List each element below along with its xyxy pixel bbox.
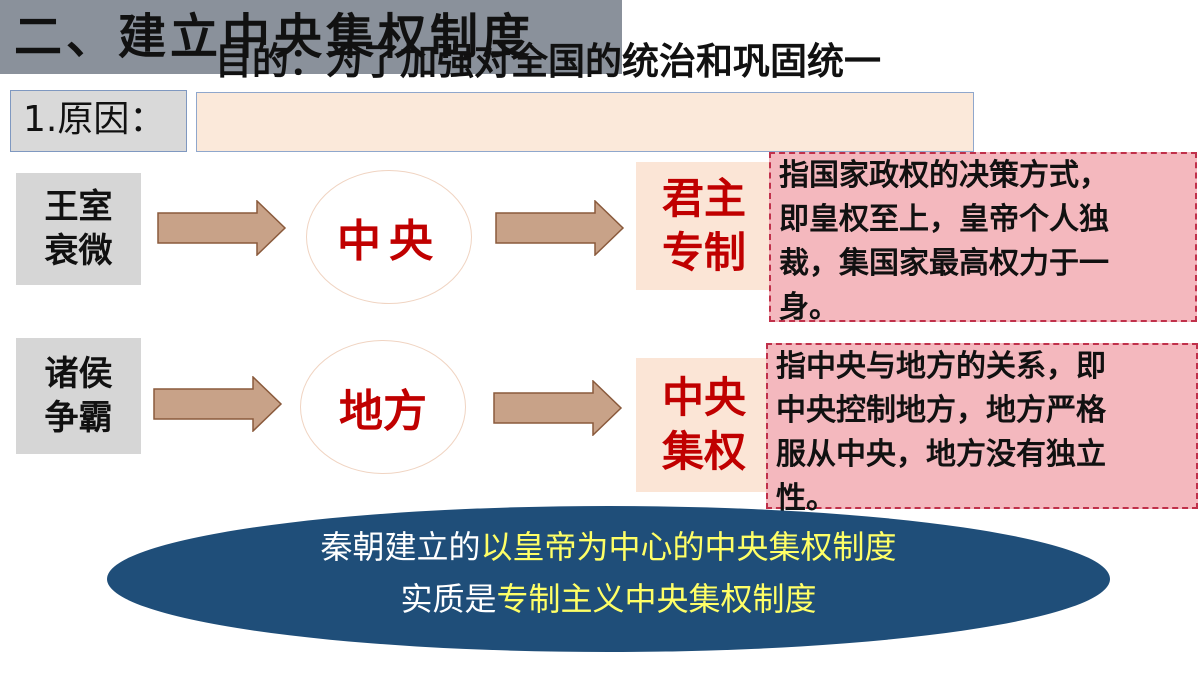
right-arrow-icon xyxy=(495,200,625,256)
reason-label: 1.原因： xyxy=(10,90,187,152)
note-line: 裁，集国家最高权力于一 xyxy=(779,246,1109,281)
result-line: 君主 xyxy=(661,174,746,223)
note-line: 指中央与地方的关系，即 xyxy=(776,349,1106,384)
right-arrow-icon xyxy=(493,380,623,436)
cause-line: 王室 xyxy=(44,187,113,227)
result-line: 集权 xyxy=(661,427,746,476)
result-line: 专制 xyxy=(661,228,746,277)
slide-title: 二、建立中央集权制度 xyxy=(14,9,535,65)
summary-highlight: 以皇帝为中心的中央集权制度 xyxy=(480,528,897,566)
note-line: 指国家政权的决策方式， xyxy=(779,158,1109,193)
note-line: 中央控制地方，地方严格 xyxy=(776,393,1106,428)
summary-line-1: 秦朝建立的以皇帝为中心的中央集权制度 xyxy=(107,527,1110,567)
summary-highlight: 专制主义中央集权制度 xyxy=(496,580,817,618)
result-autocracy: 君主 专制 xyxy=(636,162,772,290)
purpose-text: 目的：为了加强对全国的统治和巩固统一 xyxy=(215,40,881,83)
note-line: 身。 xyxy=(779,290,839,325)
title-bar xyxy=(0,0,622,74)
result-line: 中央 xyxy=(661,373,746,422)
note-line: 服从中央，地方没有独立 xyxy=(776,437,1106,472)
cause-vassal-rivalry: 诸侯 争霸 xyxy=(16,338,141,454)
summary-line-2: 实质是专制主义中央集权制度 xyxy=(107,579,1110,619)
right-arrow-icon xyxy=(157,200,287,256)
center-circle: 中央 xyxy=(306,170,472,304)
cause-line: 诸侯 xyxy=(44,354,113,394)
cause-royal-decline: 王室 衰微 xyxy=(16,173,141,285)
note-centralization: 指中央与地方的关系，即 中央控制地方，地方严格 服从中央，地方没有独立 性。 xyxy=(766,343,1198,516)
right-arrow-icon xyxy=(153,376,283,432)
cause-line: 衰微 xyxy=(44,231,113,271)
note-line: 即皇权至上，皇帝个人独 xyxy=(779,202,1109,237)
summary-text: 秦朝建立的 xyxy=(320,528,481,566)
local-circle: 地方 xyxy=(300,340,466,474)
reason-box xyxy=(196,92,974,152)
cause-line: 争霸 xyxy=(44,398,113,438)
summary-ellipse xyxy=(107,506,1110,652)
summary-text: 实质是 xyxy=(400,580,497,618)
note-autocracy: 指国家政权的决策方式， 即皇权至上，皇帝个人独 裁，集国家最高权力于一 身。 xyxy=(769,152,1197,325)
result-centralization: 中央 集权 xyxy=(636,358,772,492)
